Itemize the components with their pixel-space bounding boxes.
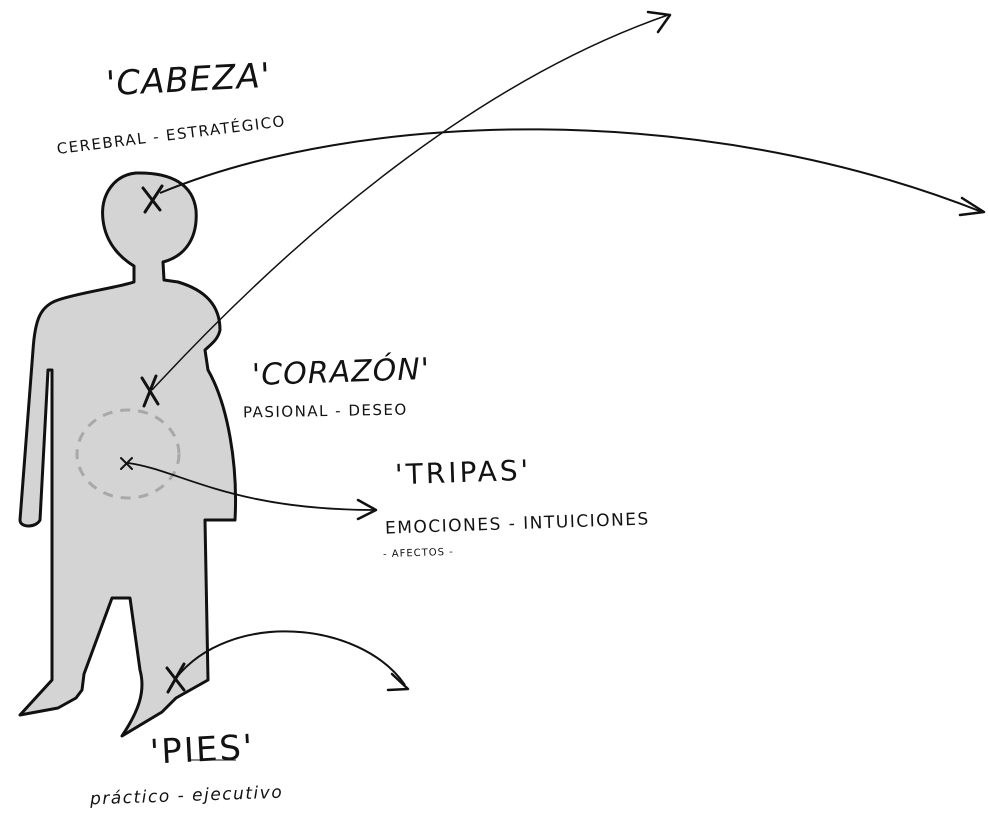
heart-arrowhead-icon: [648, 12, 670, 32]
head-arrowhead-icon: [960, 198, 984, 215]
human-silhouette: [20, 173, 236, 736]
head-arrow: [160, 129, 982, 212]
tripas-title: 'TRIPAS': [394, 454, 531, 492]
feet-arrow: [176, 631, 405, 685]
corazon-desc: PASIONAL - DESEO: [243, 401, 408, 422]
corazon-title: 'CORAZÓN': [251, 352, 430, 393]
pies-title: 'PIES': [149, 727, 255, 772]
